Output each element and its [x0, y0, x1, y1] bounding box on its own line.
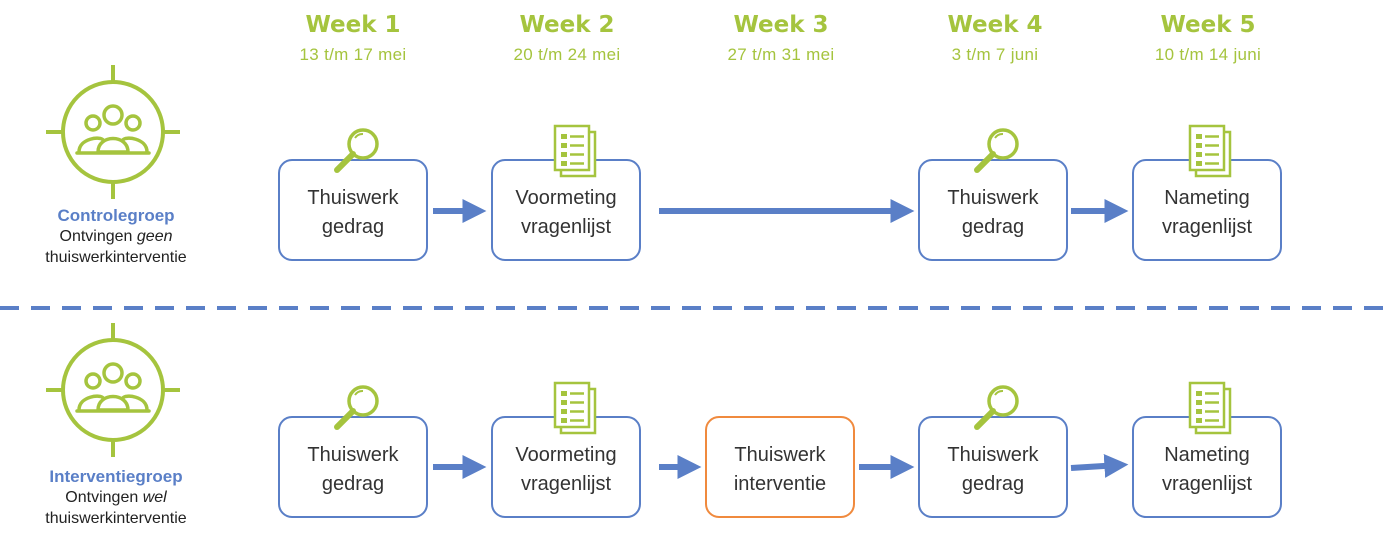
- week-title: Week 2: [519, 12, 615, 38]
- group-label-intervention: Interventiegroep Ontvingen wel thuiswerk…: [0, 466, 236, 529]
- week-title: Week 5: [1160, 12, 1256, 38]
- step-line1: Thuiswerk: [307, 187, 399, 209]
- magnifier-icon: [337, 387, 377, 427]
- step-line1: Thuiswerk: [947, 187, 1039, 209]
- step-box: Thuiswerk gedrag: [918, 159, 1068, 261]
- group-label-control: Controlegroep Ontvingen geen thuiswerkin…: [0, 205, 236, 268]
- week-header-3: Week 3 27 t/m 31 mei: [681, 11, 881, 68]
- step-line2: gedrag: [321, 216, 385, 238]
- step-line2: interventie: [733, 473, 827, 495]
- step-box: Thuiswerk gedrag: [278, 416, 428, 518]
- step-line1: Nameting: [1164, 444, 1250, 466]
- week-header-5: Week 5 10 t/m 14 juni: [1108, 11, 1308, 68]
- week-header-4: Week 4 3 t/m 7 juni: [895, 11, 1095, 68]
- step-box: Thuiswerk gedrag: [918, 416, 1068, 518]
- group-name: Controlegroep: [57, 206, 175, 225]
- week-header-2: Week 2 20 t/m 24 mei: [467, 11, 667, 68]
- step-line1: Nameting: [1164, 187, 1250, 209]
- group-description-cont: thuiswerkinterventie: [45, 249, 187, 266]
- week-dates: 13 t/m 17 mei: [299, 45, 407, 64]
- document-icon: [1188, 381, 1232, 435]
- arrow-intervention-4: [1070, 453, 1129, 478]
- step-box: Thuiswerk gedrag: [278, 159, 428, 261]
- step-line1: Thuiswerk: [307, 444, 399, 466]
- week-dates: 10 t/m 14 juni: [1154, 45, 1262, 64]
- step-line2: gedrag: [961, 216, 1025, 238]
- group-description-cont: thuiswerkinterventie: [45, 510, 187, 527]
- step-line2: vragenlijst: [1161, 216, 1253, 238]
- magnifier-icon: [977, 387, 1017, 427]
- step-line1: Voormeting: [515, 444, 617, 466]
- magnifier-icon: [337, 130, 377, 170]
- group-description: Ontvingen geen: [59, 228, 173, 245]
- step-line1: Thuiswerk: [734, 444, 826, 466]
- group-name: Interventiegroep: [49, 467, 183, 486]
- step-line1: Voormeting: [515, 187, 617, 209]
- document-icon: [1188, 124, 1232, 178]
- magnifier-icon: [977, 130, 1017, 170]
- step-line2: gedrag: [961, 473, 1025, 495]
- document-icon: [553, 124, 597, 178]
- week-title: Week 4: [947, 12, 1043, 38]
- step-line2: gedrag: [321, 473, 385, 495]
- document-icon: [553, 381, 597, 435]
- step-line1: Thuiswerk: [947, 444, 1039, 466]
- week-dates: 27 t/m 31 mei: [727, 45, 835, 64]
- step-box: Nameting vragenlijst: [1132, 416, 1282, 518]
- step-box-highlight: Thuiswerk interventie: [705, 416, 855, 518]
- week-dates: 3 t/m 7 juni: [951, 45, 1039, 64]
- step-line2: vragenlijst: [1161, 473, 1253, 495]
- group-description: Ontvingen wel: [65, 489, 167, 506]
- week-header-1: Week 1 13 t/m 17 mei: [253, 11, 453, 68]
- week-title: Week 3: [733, 12, 829, 38]
- week-title: Week 1: [305, 12, 401, 38]
- step-line2: vragenlijst: [520, 473, 612, 495]
- step-line2: vragenlijst: [520, 216, 612, 238]
- week-dates: 20 t/m 24 mei: [513, 45, 621, 64]
